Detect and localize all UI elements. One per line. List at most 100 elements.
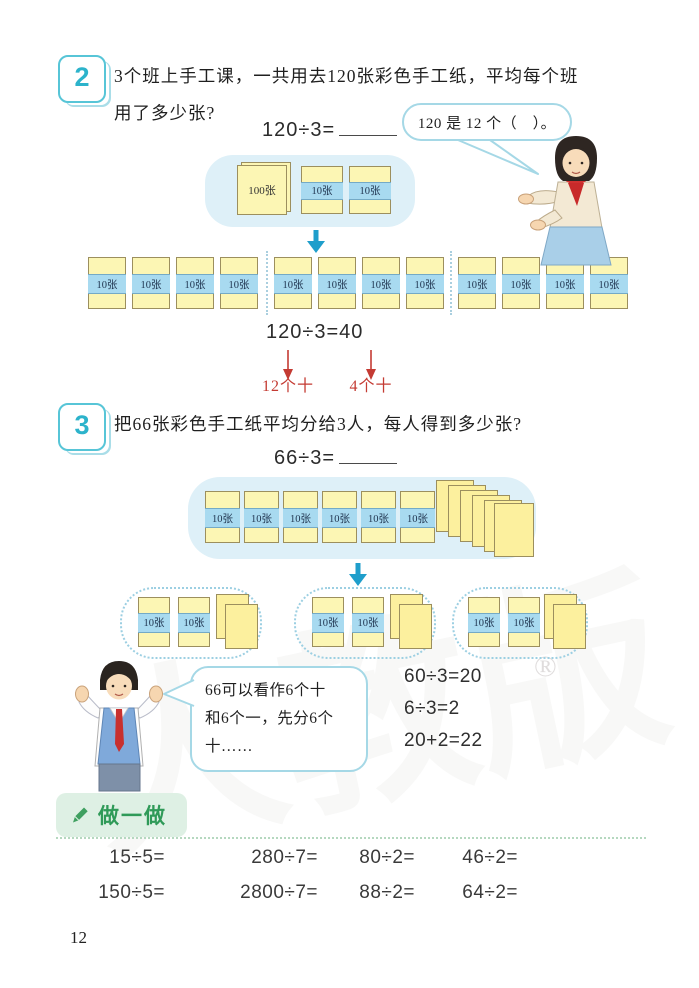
paper-bundle-10: 10张 xyxy=(590,257,628,309)
practice-problem: 46÷2= xyxy=(462,847,518,868)
paper-bundle-10: 10张 xyxy=(322,491,357,543)
bundle-label: 10张 xyxy=(318,274,356,294)
pencil-icon xyxy=(73,807,88,823)
bundle-label: 10张 xyxy=(508,613,540,633)
step-equation-3: 20+2=22 xyxy=(404,730,483,751)
bundle-label: 10张 xyxy=(178,613,210,633)
note-4-tens: 4个十 xyxy=(349,378,393,395)
boy-speech-bubble: 66可以看作6个十 和6个一，先分6个 十…… xyxy=(190,666,368,772)
bundle-label: 10张 xyxy=(349,181,391,201)
practice-header: 做一做 xyxy=(56,793,187,837)
paper-bundle-10: 10张 xyxy=(318,257,356,309)
practice-problem: 80÷2= xyxy=(359,847,415,868)
paper-sheet xyxy=(494,503,534,557)
problem-3-answer-blank xyxy=(339,449,398,464)
problem-2-text-line2: 用了多少张? xyxy=(114,103,216,123)
bundle-label: 10张 xyxy=(468,613,500,633)
practice-problem: 64÷2= xyxy=(462,882,518,903)
red-arrows xyxy=(283,350,376,380)
girl-speech-bubble: 120 是 12 个（ ）。 xyxy=(402,103,572,141)
paper-bundle-10: 10张 xyxy=(205,491,240,543)
step-equation-1: 60÷3=20 xyxy=(404,666,482,687)
paper-bundle-10: 10张 xyxy=(362,257,400,309)
problem-2-equation-text: 120÷3= xyxy=(262,119,336,141)
problem-3-equation: 66÷3= xyxy=(274,447,398,470)
problem-3-number-badge: 3 xyxy=(58,403,106,451)
bundle-label: 10张 xyxy=(176,274,214,294)
bundle-label: 10张 xyxy=(502,274,540,294)
bundle-label: 10张 xyxy=(244,508,279,528)
bundle-label: 10张 xyxy=(400,508,435,528)
girl-illustration xyxy=(518,136,612,266)
share-group-3 xyxy=(452,587,588,659)
problem-2-equation: 120÷3= xyxy=(262,119,398,142)
paper-sheet xyxy=(553,604,586,649)
bundle-label: 10张 xyxy=(322,508,357,528)
girl-speech-bubble-tail xyxy=(457,139,539,175)
down-arrow-icon xyxy=(349,563,367,586)
bundle-label: 10张 xyxy=(301,181,343,201)
paper-bundle-10: 10张 xyxy=(361,491,396,543)
paper-bundle-10: 10张 xyxy=(132,257,170,309)
down-arrow-icon xyxy=(307,230,325,253)
paper-bundle-10: 10张 xyxy=(352,597,384,647)
boy-illustration xyxy=(75,661,163,792)
problem-2-result-equation: 120÷3=40 xyxy=(266,321,364,343)
problem-3-equation-text: 66÷3= xyxy=(274,447,336,469)
bundle-label: 10张 xyxy=(590,274,628,294)
paper-bundle-10: 10张 xyxy=(301,166,343,214)
paper-bundle-10: 10张 xyxy=(502,257,540,309)
bundle-label: 10张 xyxy=(274,274,312,294)
problem-2-number-badge: 2 xyxy=(58,55,106,103)
boy-bubble-line3: 十…… xyxy=(205,737,254,755)
page-number: 12 xyxy=(70,928,87,947)
paper-bundle-10: 10张 xyxy=(349,166,391,214)
paper-stack-100: 100张 xyxy=(237,165,287,215)
bundle-label: 10张 xyxy=(362,274,400,294)
bundle-label: 10张 xyxy=(132,274,170,294)
share-group-1 xyxy=(120,587,262,659)
boy-bubble-line2: 和6个一，先分6个 xyxy=(205,709,334,727)
boy-speech-bubble-tail xyxy=(163,679,195,707)
practice-problem: 2800÷7= xyxy=(240,882,318,903)
note-12-tens: 12个十 xyxy=(261,378,314,395)
bundle-label: 10张 xyxy=(220,274,258,294)
group-divider xyxy=(266,251,268,315)
paper-bundle-10: 10张 xyxy=(406,257,444,309)
group-divider xyxy=(450,251,452,315)
paper-bundle-10: 10张 xyxy=(176,257,214,309)
boy-bubble-line1: 66可以看作6个十 xyxy=(205,682,326,699)
paper-bundle-10: 10张 xyxy=(546,257,584,309)
paper-bundle-10: 10张 xyxy=(400,491,435,543)
bundle-label: 10张 xyxy=(406,274,444,294)
share-group-2 xyxy=(294,587,436,659)
practice-divider xyxy=(56,837,646,839)
practice-problems: 15÷5= 280÷7= 80÷2= 46÷2= 150÷5= 2800÷7= … xyxy=(56,847,518,904)
practice-problem: 15÷5= xyxy=(109,847,165,868)
paper-bundle-10: 10张 xyxy=(88,257,126,309)
bundle-label: 10张 xyxy=(458,274,496,294)
bundle-label: 10张 xyxy=(138,613,170,633)
paper-sheet xyxy=(399,604,432,649)
problem-2-answer-blank xyxy=(339,121,398,136)
bundle-label: 10张 xyxy=(361,508,396,528)
problem-3-text: 把66张彩色手工纸平均分给3人，每人得到多少张? xyxy=(114,414,523,434)
practice-problem: 88÷2= xyxy=(359,882,415,903)
paper-bundle-10: 10张 xyxy=(283,491,318,543)
practice-problem: 150÷5= xyxy=(98,882,165,903)
step-equation-2: 6÷3=2 xyxy=(404,698,460,719)
paper-bundle-10: 10张 xyxy=(220,257,258,309)
paper-bundle-10: 10张 xyxy=(178,597,210,647)
bundle-label: 10张 xyxy=(205,508,240,528)
paper-bundle-10: 10张 xyxy=(458,257,496,309)
bundle-label: 10张 xyxy=(283,508,318,528)
paper-bundle-10: 10张 xyxy=(508,597,540,647)
practice-title: 做一做 xyxy=(98,804,167,828)
practice-problem: 280÷7= xyxy=(251,847,318,868)
bundle-label: 10张 xyxy=(312,613,344,633)
paper-sheet xyxy=(225,604,258,649)
paper-bundle-10: 10张 xyxy=(274,257,312,309)
bundle-label: 10张 xyxy=(352,613,384,633)
paper-bundle-10: 10张 xyxy=(312,597,344,647)
